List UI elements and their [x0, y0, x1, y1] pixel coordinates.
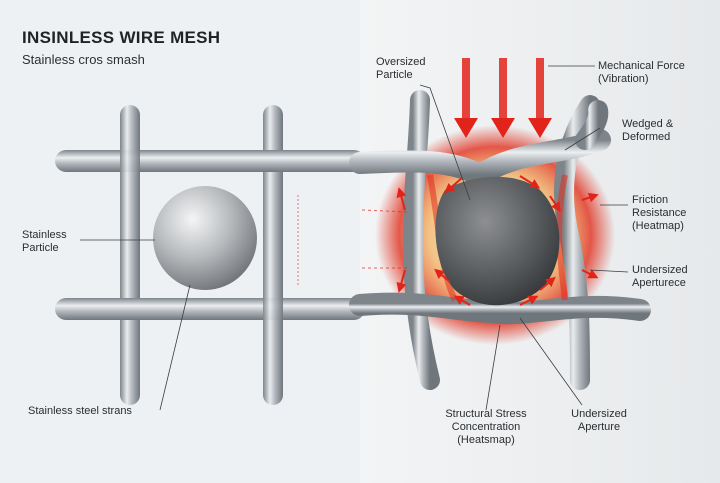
left-horizontal-rod-bottom	[55, 298, 365, 320]
left-vertical-rod-1	[120, 105, 140, 405]
label-friction-resistance: Friction Resistance (Heatmap)	[632, 194, 687, 232]
label-structural-stress: Structural Stress Concentration (Heatsma…	[445, 408, 527, 446]
label-stainless-steel-strands: Stainless steel strans	[28, 405, 132, 417]
stress-arrows	[396, 175, 599, 306]
left-horizontal-rod-top	[55, 150, 365, 172]
left-vertical-rod-2	[263, 105, 283, 405]
left-mesh	[55, 105, 365, 405]
oversized-particle-rock	[435, 176, 560, 306]
right-horizontal-rod-bottom	[349, 292, 651, 325]
right-horizontal-rod-top	[349, 129, 611, 188]
page-title: INSINLESS WIRE MESH	[22, 28, 221, 47]
right-leader-lines	[419, 65, 629, 411]
stainless-particle-sphere	[153, 186, 257, 290]
strand-leader-line	[159, 284, 191, 411]
label-wedged-deformed: Wedged & Deformed	[622, 118, 674, 143]
page-subtitle: Stainless cros smash	[22, 52, 145, 67]
label-oversized-particle: Oversized Particle	[376, 56, 426, 81]
label-stainless-particle: Stainless Particle	[22, 229, 67, 254]
right-mesh	[349, 58, 651, 390]
label-undersized-aperture: Undersized Aperture	[571, 408, 627, 433]
right-vertical-rod-1	[402, 90, 440, 390]
label-undersized-aperturece: Undersized Aperturece	[632, 264, 688, 289]
mechanical-force-arrows	[454, 58, 552, 138]
label-mechanical-force: Mechanical Force (Vibration)	[598, 60, 685, 85]
